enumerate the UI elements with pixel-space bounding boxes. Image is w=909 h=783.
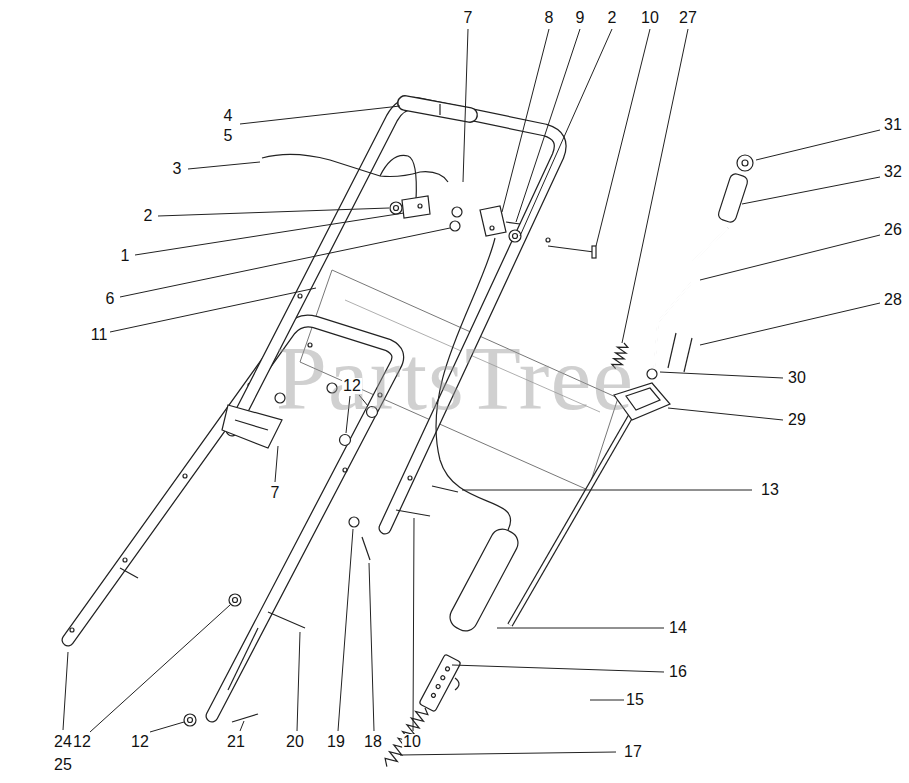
callout-number: 10 — [640, 10, 660, 26]
shift-rod — [654, 228, 728, 372]
bail — [262, 154, 448, 182]
callout-number: 24 — [53, 734, 73, 750]
callout-number: 18 — [363, 734, 383, 750]
bracket — [402, 196, 430, 218]
callout-number: 30 — [787, 370, 807, 386]
callout-number: 20 — [285, 734, 305, 750]
callout-number: 12 — [130, 734, 150, 750]
callout-number: 2 — [607, 10, 618, 26]
callout-number: 9 — [575, 10, 586, 26]
callout-number: 11 — [90, 327, 109, 343]
callout-number: 25 — [53, 757, 73, 773]
callout-number: 6 — [105, 291, 116, 307]
callout-number: 10 — [402, 734, 422, 750]
callout-number: 13 — [760, 482, 780, 498]
callout-number: 14 — [668, 620, 688, 636]
callout-number: 12 — [72, 734, 92, 750]
callout-number: 29 — [787, 412, 807, 428]
leader-lines — [63, 29, 880, 755]
callout-number: 2 — [143, 208, 154, 224]
callout-number: 17 — [623, 744, 643, 760]
upper-handle — [232, 103, 560, 528]
callout-number: 1 — [120, 248, 131, 264]
callout-number: 8 — [544, 10, 555, 26]
callout-number: 26 — [883, 222, 903, 238]
callout-number: 7 — [270, 485, 281, 501]
callout-number: 16 — [668, 664, 688, 680]
lower-handle — [68, 321, 398, 716]
bracket — [222, 405, 282, 448]
callout-number: 3 — [172, 161, 183, 177]
callout-number: 12 — [342, 378, 362, 394]
callout-number: 31 — [883, 117, 903, 133]
callout-number: 27 — [678, 10, 698, 26]
callout-number: 4 — [223, 108, 234, 124]
callout-number: 15 — [625, 692, 645, 708]
callout-number: 21 — [226, 734, 246, 750]
callout-number: 19 — [326, 734, 346, 750]
watermark: PartsTree — [276, 332, 634, 424]
callout-number: 32 — [883, 164, 903, 180]
callout-number: 28 — [883, 292, 903, 308]
callout-number: 7 — [463, 10, 474, 26]
callout-number: 5 — [223, 128, 234, 144]
